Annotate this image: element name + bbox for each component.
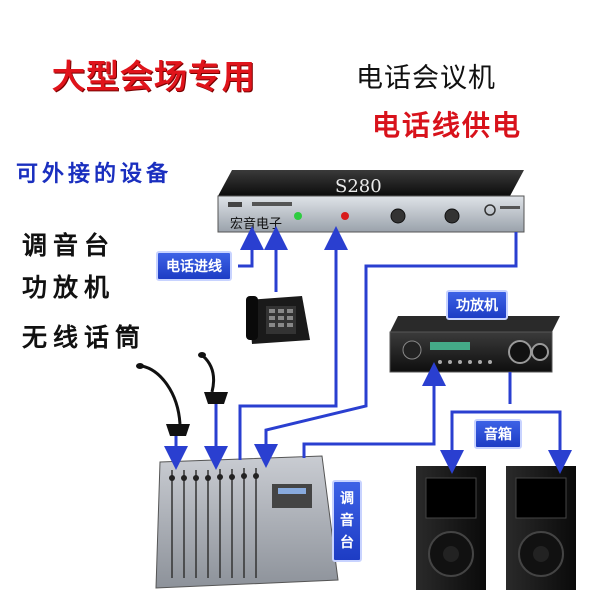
phone-line-tag: 电话进线 <box>156 251 232 281</box>
subtitle-power: 电话线供电 <box>372 109 523 142</box>
title-product: 电话会议机 <box>356 63 496 94</box>
devices-heading: 可外接的设备 <box>16 162 173 187</box>
unit-model: S280 <box>335 176 382 197</box>
conference-unit: S280 宏音电子 <box>217 170 525 233</box>
title-highlight: 大型会场专用 <box>52 57 256 96</box>
amplifier-device <box>389 316 560 373</box>
microphone-icon <box>136 352 228 436</box>
telephone-icon <box>246 296 310 344</box>
status-led <box>341 212 349 220</box>
speaker-right <box>506 466 576 590</box>
connection-wires <box>164 226 572 474</box>
speaker-tag: 音箱 <box>474 419 522 449</box>
device-item-mixer: 调音台 <box>22 231 116 260</box>
device-item-mic: 无线话筒 <box>22 323 147 352</box>
speaker-left <box>416 466 486 590</box>
power-led <box>294 212 302 220</box>
mixer-device <box>155 455 339 589</box>
device-item-amplifier: 功放机 <box>22 273 116 302</box>
unit-brand: 宏音电子 <box>230 216 282 232</box>
mixer-tag: 调音台 <box>332 480 362 562</box>
amplifier-tag: 功放机 <box>446 290 508 320</box>
